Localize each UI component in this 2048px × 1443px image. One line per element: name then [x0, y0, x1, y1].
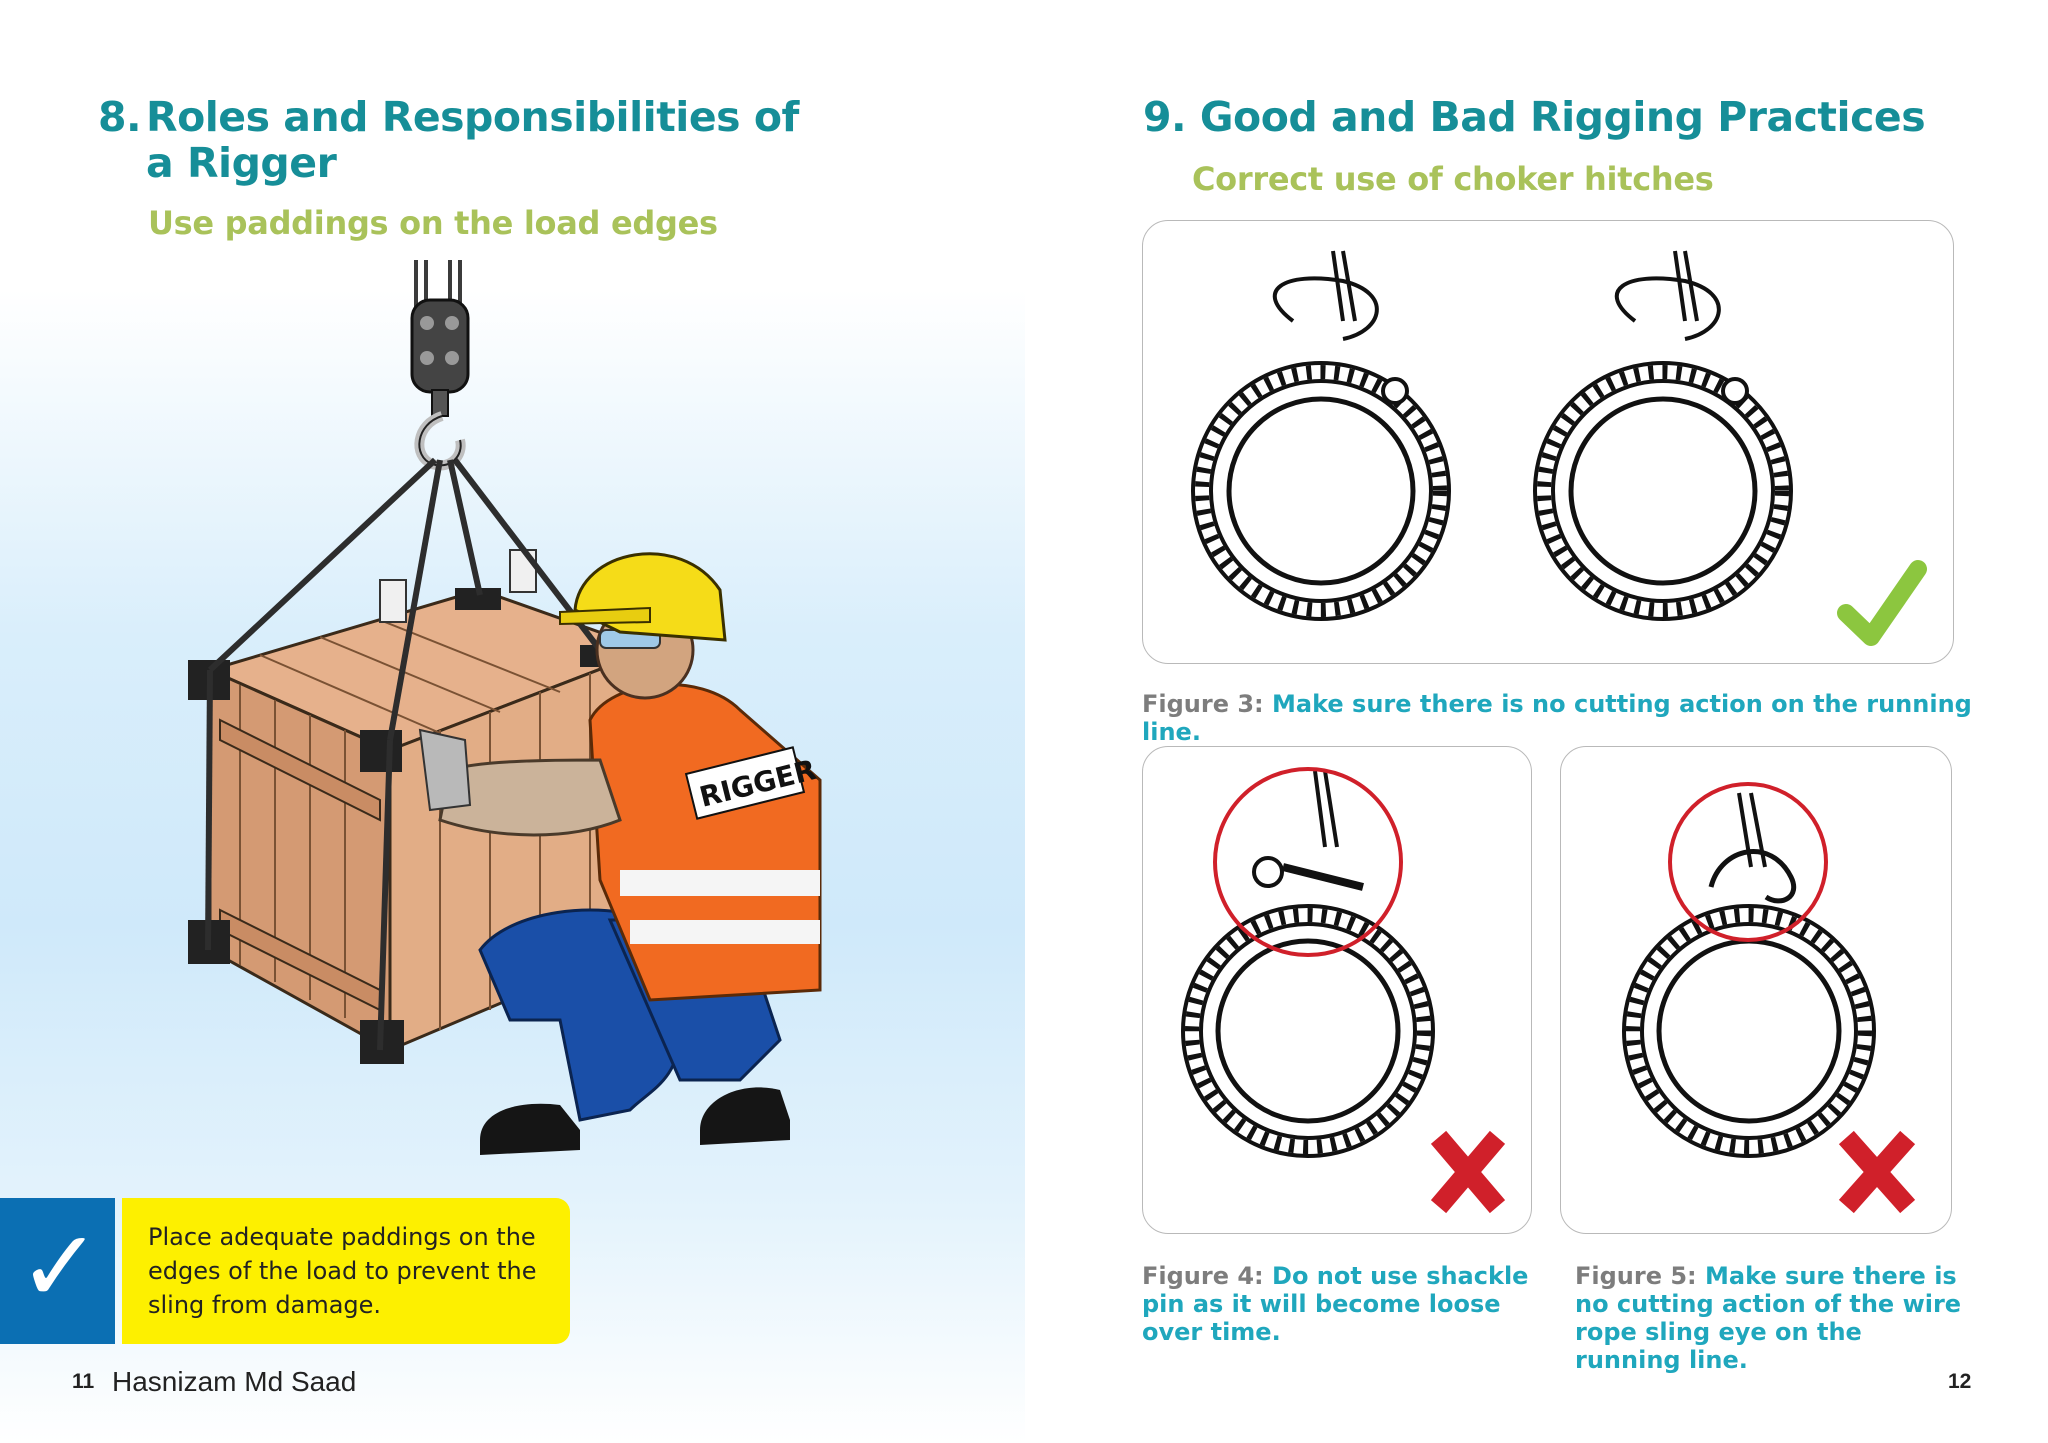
figure3-label: Figure 3:: [1142, 690, 1264, 718]
section-number: 8.: [98, 93, 142, 141]
figure4-text: Do not use shackle pin as it will become…: [1142, 1262, 1529, 1346]
choker-hitch-shackle: [1181, 770, 1435, 1158]
figure5-text: Make sure there is no cutting action of …: [1575, 1262, 1962, 1374]
section-heading-line1: Roles and Responsibilities of: [146, 93, 799, 141]
section-heading: 9. Good and Bad Rigging Practices: [1143, 93, 1926, 141]
checkmark-icon: ✓: [18, 1208, 102, 1325]
figure5-illustration: [1622, 782, 1916, 1214]
section-subheading: Use paddings on the load edges: [148, 204, 718, 242]
tip-note: Place adequate paddings on the edges of …: [122, 1198, 570, 1344]
figure5-caption: Figure 5: Make sure there is no cutting …: [1575, 1262, 1965, 1374]
figure3-illustration: [1191, 250, 1927, 646]
page-number-left: 11: [72, 1370, 95, 1393]
tip-note-text: Place adequate paddings on the edges of …: [148, 1223, 537, 1319]
highlight-circle: [1213, 767, 1403, 957]
figure4-label: Figure 4:: [1142, 1262, 1264, 1290]
highlight-circle: [1668, 782, 1828, 942]
figure4-caption: Figure 4: Do not use shackle pin as it w…: [1142, 1262, 1537, 1346]
figure4-panel: [1142, 746, 1532, 1234]
cross-icon: [1430, 1130, 1506, 1214]
cross-icon: [1838, 1130, 1916, 1214]
right-page: 9. Good and Bad Rigging Practices Correc…: [1025, 0, 2048, 1443]
checkmark-box: ✓: [0, 1198, 115, 1344]
rigger-illustration: RIGGER: [188, 260, 822, 1155]
hook-block: [410, 298, 470, 471]
figure3-panel: [1142, 220, 1954, 664]
page-number-right: 12: [1948, 1370, 1972, 1393]
left-page: 8. Roles and Responsibilities of a Rigge…: [0, 93, 1025, 1443]
author-name: Hasnizam Md Saad: [112, 1366, 357, 1397]
wooden-crate: [188, 549, 655, 1064]
section-heading-line2: a Rigger: [146, 139, 337, 187]
figure5-label: Figure 5:: [1575, 1262, 1697, 1290]
figure4-illustration: [1181, 767, 1506, 1214]
choker-hitch-right: [1533, 250, 1793, 621]
choker-hitch-rope: [1622, 792, 1876, 1158]
figure3-text: Make sure there is no cutting action on …: [1142, 690, 1972, 746]
figure5-panel: [1560, 746, 1952, 1234]
tick-icon: [1837, 560, 1927, 646]
section-subheading: Correct use of choker hitches: [1192, 160, 1714, 198]
rigger-worker: RIGGER: [418, 552, 822, 1155]
figure3-caption: Figure 3: Make sure there is no cutting …: [1142, 690, 2022, 746]
choker-hitch-left: [1191, 250, 1451, 621]
